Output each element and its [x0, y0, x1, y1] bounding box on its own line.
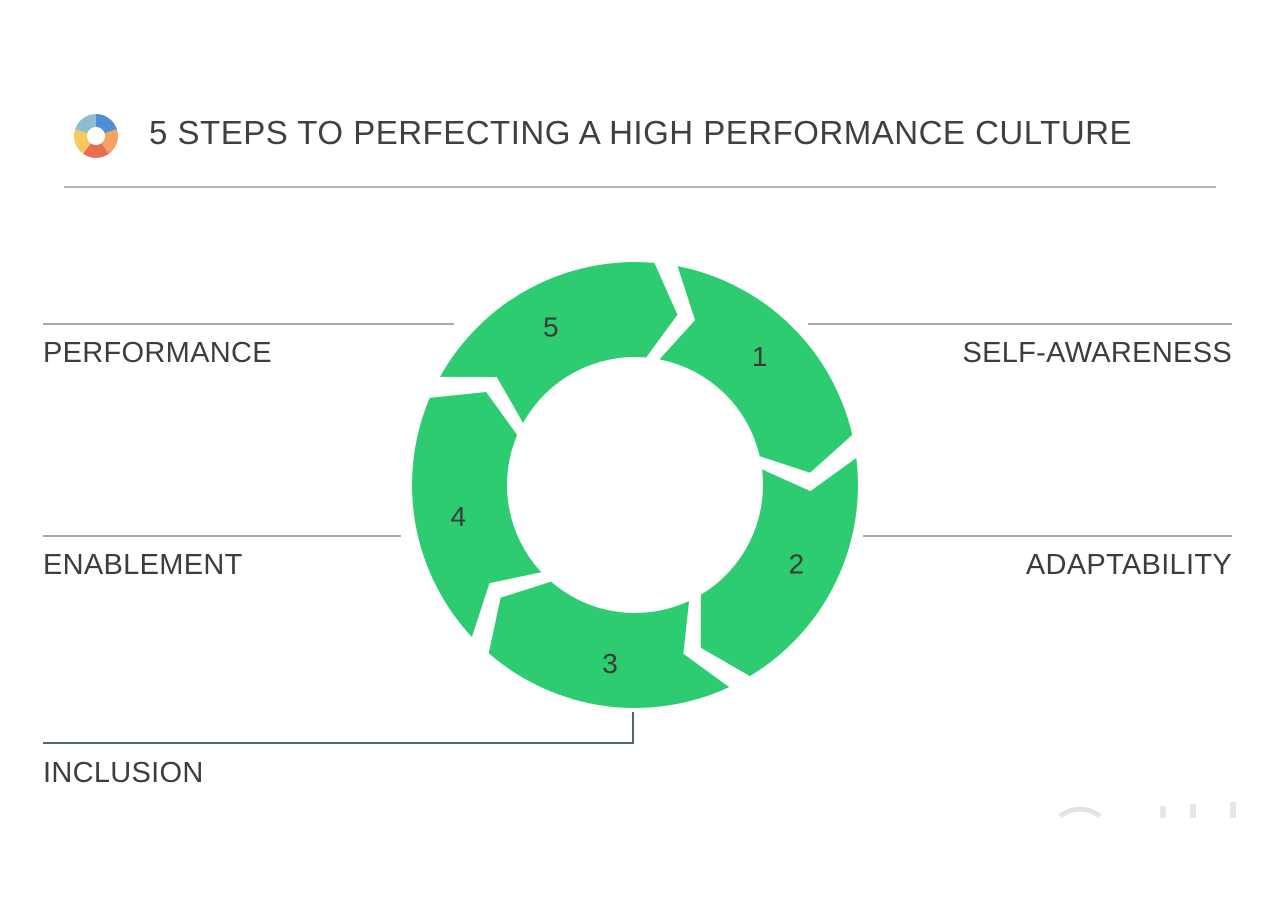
cycle-segment-3 [488, 581, 730, 708]
cycle-segment-5 [439, 262, 678, 423]
label-inclusion: INCLUSION [43, 757, 204, 789]
cycle-diagram: 1 2 3 4 5 [412, 262, 858, 708]
cycle-number-5: 5 [543, 312, 559, 343]
title-divider [64, 186, 1216, 188]
inclusion-callout-line [43, 712, 634, 744]
label-adaptability: ADAPTABILITY [1025, 549, 1232, 581]
cycle-number-1: 1 [752, 341, 768, 372]
page-title: 5 STEPS TO PERFECTING A HIGH PERFORMANCE… [149, 114, 1132, 151]
label-enablement: ENABLEMENT [43, 549, 243, 581]
rule-enablement [43, 535, 401, 537]
rule-self-awareness [808, 323, 1232, 325]
rule-adaptability [863, 535, 1232, 537]
rule-performance [43, 323, 454, 325]
cycle-number-2: 2 [789, 549, 805, 580]
watermark [1058, 802, 1236, 818]
cycle-segment-1 [659, 266, 853, 473]
cycle-number-4: 4 [450, 501, 466, 532]
logo-arc [83, 136, 109, 158]
cycle-segment-4 [412, 391, 542, 638]
cycle-segment-2 [700, 457, 858, 677]
label-performance: PERFORMANCE [43, 337, 272, 369]
cycle-number-3: 3 [602, 648, 618, 679]
label-self-awareness: SELF-AWARENESS [962, 337, 1232, 369]
logo-icon [74, 114, 118, 158]
